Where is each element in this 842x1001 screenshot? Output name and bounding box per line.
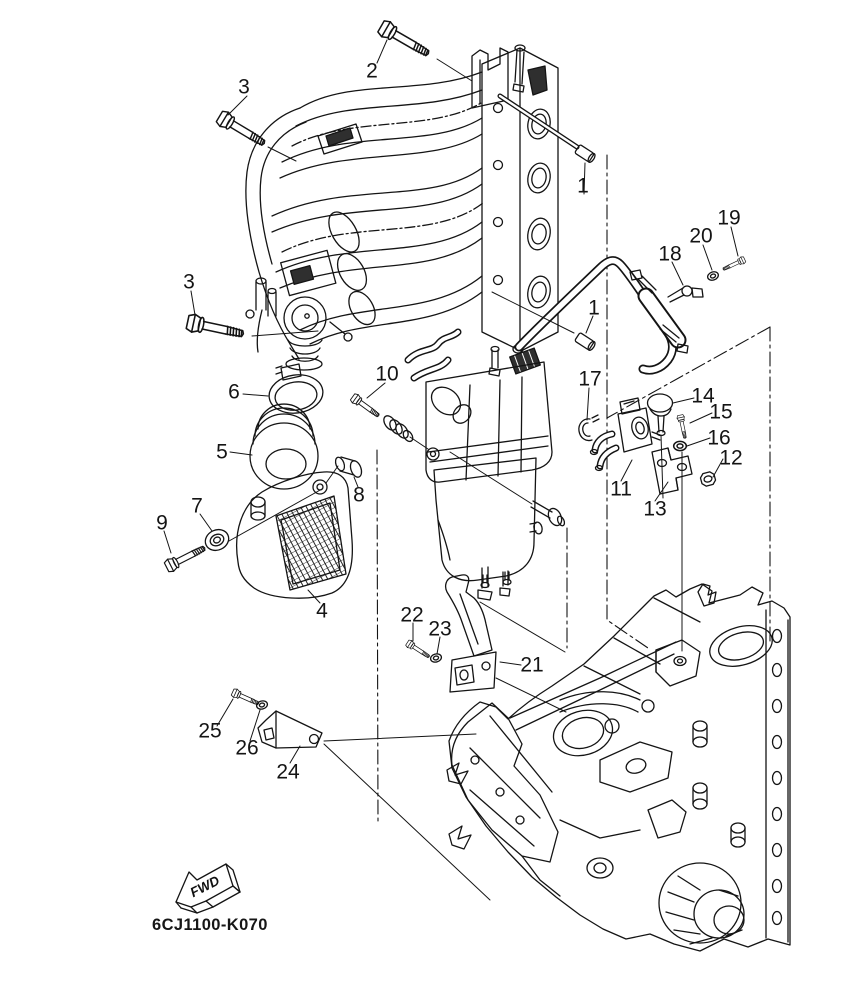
callout-23: 23 (428, 618, 451, 641)
stay-bracket-24 (257, 710, 323, 749)
callout-4: 4 (316, 600, 328, 623)
callout-3: 3 (238, 76, 250, 99)
bolt-15 (676, 413, 690, 440)
callout-25: 25 (198, 720, 221, 743)
callout-13: 13 (643, 498, 666, 521)
bolt-9 (162, 541, 209, 574)
seal-grommet (383, 415, 414, 443)
callout-8: 8 (353, 484, 365, 507)
throttle-body (245, 249, 353, 371)
solenoid-valve (589, 397, 661, 472)
silencer-box (236, 471, 354, 599)
collar (334, 456, 363, 478)
callout-22: 22 (400, 604, 423, 627)
callout-17: 17 (578, 368, 601, 391)
bolt-3-upper (214, 108, 270, 152)
callout-16: 16 (707, 427, 730, 450)
bolt-3-lower (184, 312, 247, 344)
vapor-separator-tank (404, 328, 566, 601)
intake-manifold (245, 44, 559, 360)
callout-10: 10 (375, 363, 398, 386)
callout-7: 7 (191, 495, 203, 518)
valve-bracket (651, 447, 693, 495)
bolt-22 (404, 638, 432, 661)
fwd-arrow (175, 863, 241, 914)
clip (578, 414, 600, 442)
hose-joint (667, 255, 747, 303)
callout-14: 14 (691, 385, 715, 408)
pipe-sleeve-lower (574, 332, 596, 351)
stay-bracket-21 (445, 571, 512, 693)
engine-block (446, 583, 791, 952)
callout-24: 24 (276, 761, 300, 784)
callout-21: 21 (520, 654, 543, 677)
callout-18: 18 (658, 243, 681, 266)
fwd-label: FWD (188, 873, 222, 900)
intake-duct (249, 403, 319, 490)
callout-19: 19 (717, 207, 740, 230)
grommet (204, 528, 230, 552)
callout-1: 1 (577, 175, 589, 198)
leader-lines (163, 39, 739, 901)
callout-20: 20 (689, 225, 712, 248)
callout-2: 2 (366, 60, 378, 83)
callout-12: 12 (719, 447, 742, 470)
pipe-sleeve-upper (497, 93, 596, 163)
callout-15: 15 (709, 401, 732, 424)
callout-6: 6 (228, 381, 240, 404)
adjust-screw (646, 393, 674, 499)
callout-26: 26 (235, 737, 258, 760)
nut-12 (699, 471, 717, 487)
washer-23 (429, 652, 443, 664)
callout-11: 11 (610, 478, 632, 501)
hose-clamp (268, 363, 324, 414)
callout-3: 3 (183, 271, 195, 294)
construction-lines (376, 154, 771, 823)
callout-5: 5 (216, 441, 228, 464)
breather-hose (512, 256, 689, 375)
callout-1: 1 (588, 297, 600, 320)
callout-9: 9 (156, 512, 168, 535)
bolt-10 (349, 392, 383, 421)
bolt-2 (375, 18, 434, 62)
drawing-number: 6CJ1100-K070 (152, 916, 268, 934)
washer-16 (672, 440, 688, 452)
